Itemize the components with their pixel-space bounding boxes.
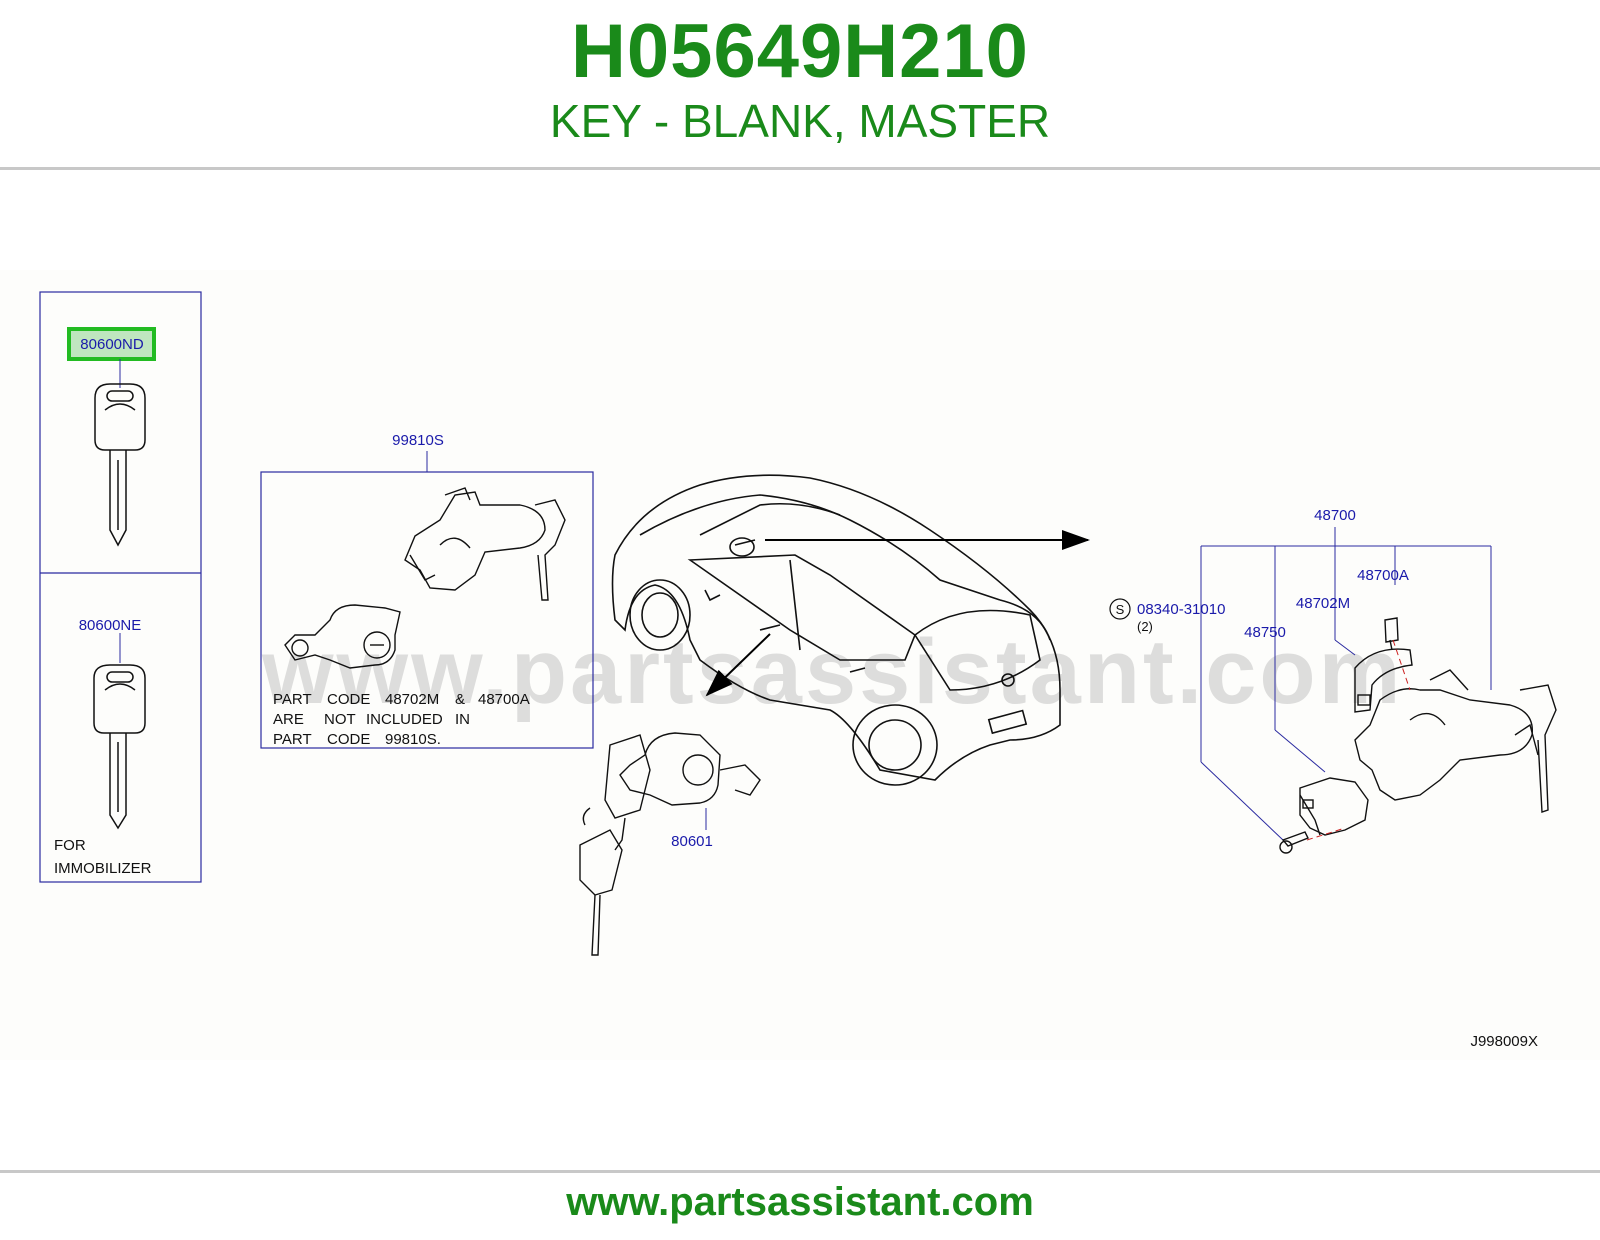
callout-80601[interactable]: 80601	[671, 833, 713, 850]
callout-48702M[interactable]: 48702M	[1296, 595, 1350, 612]
arrow-to-door-cylinder	[705, 633, 771, 697]
page-header: H05649H210 KEY - BLANK, MASTER	[0, 0, 1600, 168]
leader-bracket-48700	[1200, 527, 1492, 841]
footer-url[interactable]: www.partsassistant.com	[566, 1180, 1034, 1224]
stopper-icon	[1299, 777, 1369, 836]
kit-note-word: NOT	[324, 711, 356, 728]
kit-note-line1: PART CODE 48702M&48700A	[273, 691, 530, 708]
kit-note-word: IN	[455, 711, 470, 728]
callout-48700[interactable]: 48700	[1314, 507, 1356, 524]
callout-48750[interactable]: 48750	[1244, 624, 1286, 641]
watermark: www.partsassistant.com	[261, 621, 1403, 723]
car-illustration	[611, 474, 1061, 786]
kit-note-word: CODE	[327, 691, 370, 708]
key-panel	[39, 291, 202, 883]
door-lock-cylinder-icon	[579, 732, 761, 956]
callout-48700A[interactable]: 48700A	[1357, 567, 1409, 584]
callout-80600ND[interactable]: 80600ND	[80, 336, 144, 353]
parts-diagram: www.partsassistant.com 80600ND 80600NE F…	[0, 270, 1600, 1060]
steering-lock-icon	[1354, 617, 1557, 813]
kit-note-word: INCLUDED	[366, 711, 443, 728]
s-symbol-icon	[1109, 598, 1131, 620]
kit-note-word: ARE	[273, 711, 304, 728]
s-symbol-label: S	[1116, 602, 1125, 617]
callout-08340-31010[interactable]: 08340-31010	[1137, 601, 1225, 618]
kit-note-line2: ARE NOT INCLUDED IN	[273, 711, 470, 728]
key-note-line1: FOR	[54, 837, 86, 854]
kit-note-word: 99810S.	[385, 731, 441, 748]
key-note-line2: IMMOBILIZER	[54, 860, 152, 877]
kit-note-word: CODE	[327, 731, 370, 748]
part-description: KEY - BLANK, MASTER	[549, 95, 1051, 147]
key-immobilizer-icon	[93, 664, 146, 830]
callout-99810S[interactable]: 99810S	[392, 432, 444, 449]
kit-note-line3: PART CODE 99810S.	[273, 731, 441, 748]
kit-box	[260, 471, 594, 749]
kit-note-word: 48702M	[385, 691, 439, 708]
kit-note-word: 48700A	[478, 691, 530, 708]
alignment-line	[1306, 827, 1346, 841]
alignment-line	[1392, 639, 1411, 691]
header-divider	[0, 167, 1600, 170]
highlight-box[interactable]	[67, 327, 156, 361]
footer-divider	[0, 1170, 1600, 1173]
callout-80600NE[interactable]: 80600NE	[79, 617, 142, 634]
screw-icon	[1279, 831, 1309, 854]
kit-note-word: &	[455, 691, 465, 708]
kit-note-word: PART	[273, 731, 312, 748]
screw-quantity: (2)	[1137, 619, 1153, 634]
kit-ignition-lock-icon	[404, 487, 566, 601]
key-blank-icon	[94, 383, 146, 547]
kit-note-word: PART	[273, 691, 312, 708]
kit-door-cylinder-icon	[284, 604, 401, 669]
diagram-svg: www.partsassistant.com 80600ND 80600NE F…	[39, 291, 1557, 1050]
part-number-title: H05649H210	[571, 9, 1029, 94]
drawing-code: J998009X	[1470, 1033, 1538, 1050]
